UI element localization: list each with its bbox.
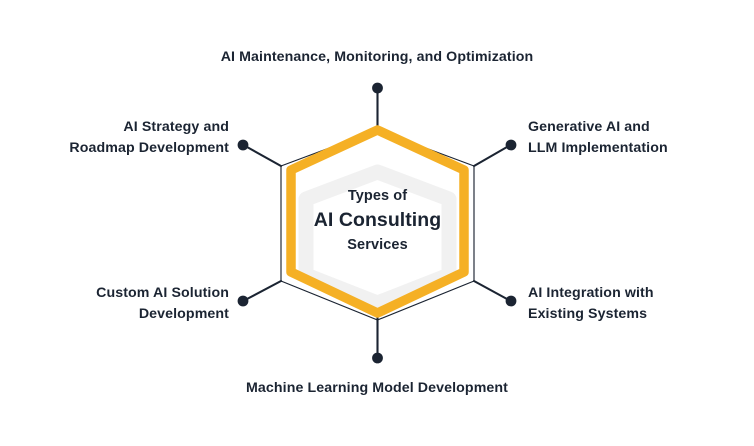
- node-label-ai-strategy-line1: AI Strategy and: [123, 119, 229, 135]
- connector-dots: [237, 82, 517, 364]
- center-title-line1: Types of: [347, 188, 408, 204]
- node-label-ai-integration-line1: AI Integration with: [528, 285, 654, 301]
- node-label-generative-ai-line1: Generative AI and: [528, 119, 650, 135]
- connector-lines: [245, 90, 509, 356]
- node-label-ai-strategy-line2: Roadmap Development: [69, 140, 229, 156]
- node-label-machine-learning: Machine Learning Model Development: [157, 378, 597, 399]
- node-label-ai-integration: AI Integration with Existing Systems: [528, 283, 738, 325]
- dot-bottom: [372, 352, 383, 364]
- outer-hexagon-outline: [280, 129, 475, 321]
- dot-bottom-right: [505, 295, 517, 307]
- center-title-block: Types of AI Consulting Services: [297, 185, 458, 256]
- dot-top-left: [237, 139, 249, 151]
- node-label-ai-maintenance-line1: AI Maintenance, Monitoring, and Optimiza…: [220, 49, 534, 65]
- inner-ring-hexagon: [298, 164, 457, 311]
- node-label-machine-learning-line1: Machine Learning Model Development: [246, 380, 508, 396]
- center-title-line3: Services: [347, 237, 408, 253]
- connector-line-top-right: [472, 145, 509, 168]
- node-label-generative-ai: Generative AI and LLM Implementation: [528, 117, 738, 159]
- connector-line-bottom-right: [472, 279, 509, 301]
- node-label-ai-integration-line2: Existing Systems: [528, 306, 648, 322]
- node-label-ai-strategy: AI Strategy and Roadmap Development: [16, 117, 229, 159]
- node-label-generative-ai-line2: LLM Implementation: [528, 140, 668, 156]
- center-title-line2: AI Consulting: [313, 209, 442, 231]
- dot-top-right: [505, 139, 517, 151]
- dot-top: [372, 82, 383, 94]
- accent-hexagon: [286, 125, 469, 318]
- connector-line-bottom-left: [245, 279, 283, 301]
- node-label-custom-ai-solution: Custom AI Solution Development: [16, 283, 229, 325]
- node-label-custom-ai-solution-line2: Development: [138, 306, 229, 322]
- dot-bottom-left: [237, 295, 249, 307]
- node-label-custom-ai-solution-line1: Custom AI Solution: [96, 285, 229, 301]
- node-label-ai-maintenance: AI Maintenance, Monitoring, and Optimiza…: [137, 47, 617, 68]
- connector-line-top-left: [245, 145, 283, 168]
